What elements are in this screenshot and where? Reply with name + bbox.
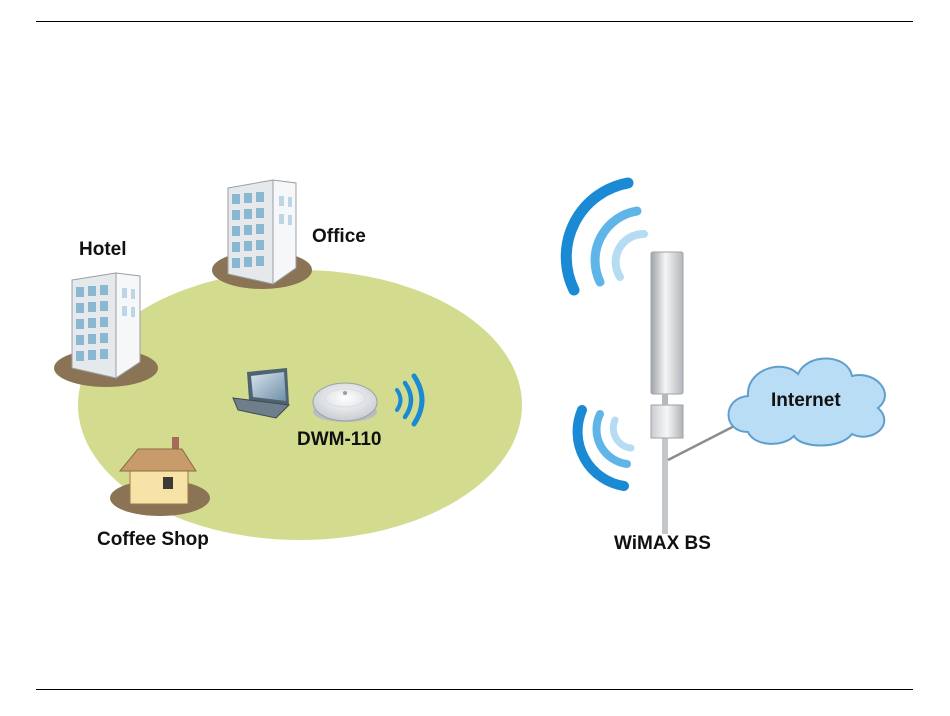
label-wimax-bs: WiMAX BS: [614, 533, 711, 554]
label-hotel: Hotel: [79, 239, 127, 260]
label-internet: Internet: [771, 390, 841, 411]
label-dwm-110: DWM-110: [297, 429, 381, 450]
bs-upper-signal-icon: [566, 183, 644, 290]
label-office: Office: [312, 226, 366, 247]
label-coffee-shop: Coffee Shop: [97, 529, 209, 550]
office-building-icon: [212, 180, 312, 289]
wimax-bs-tower-icon: [651, 252, 683, 534]
bs-lower-signal-icon: [578, 410, 631, 486]
dwm-110-router-icon: [313, 383, 377, 422]
